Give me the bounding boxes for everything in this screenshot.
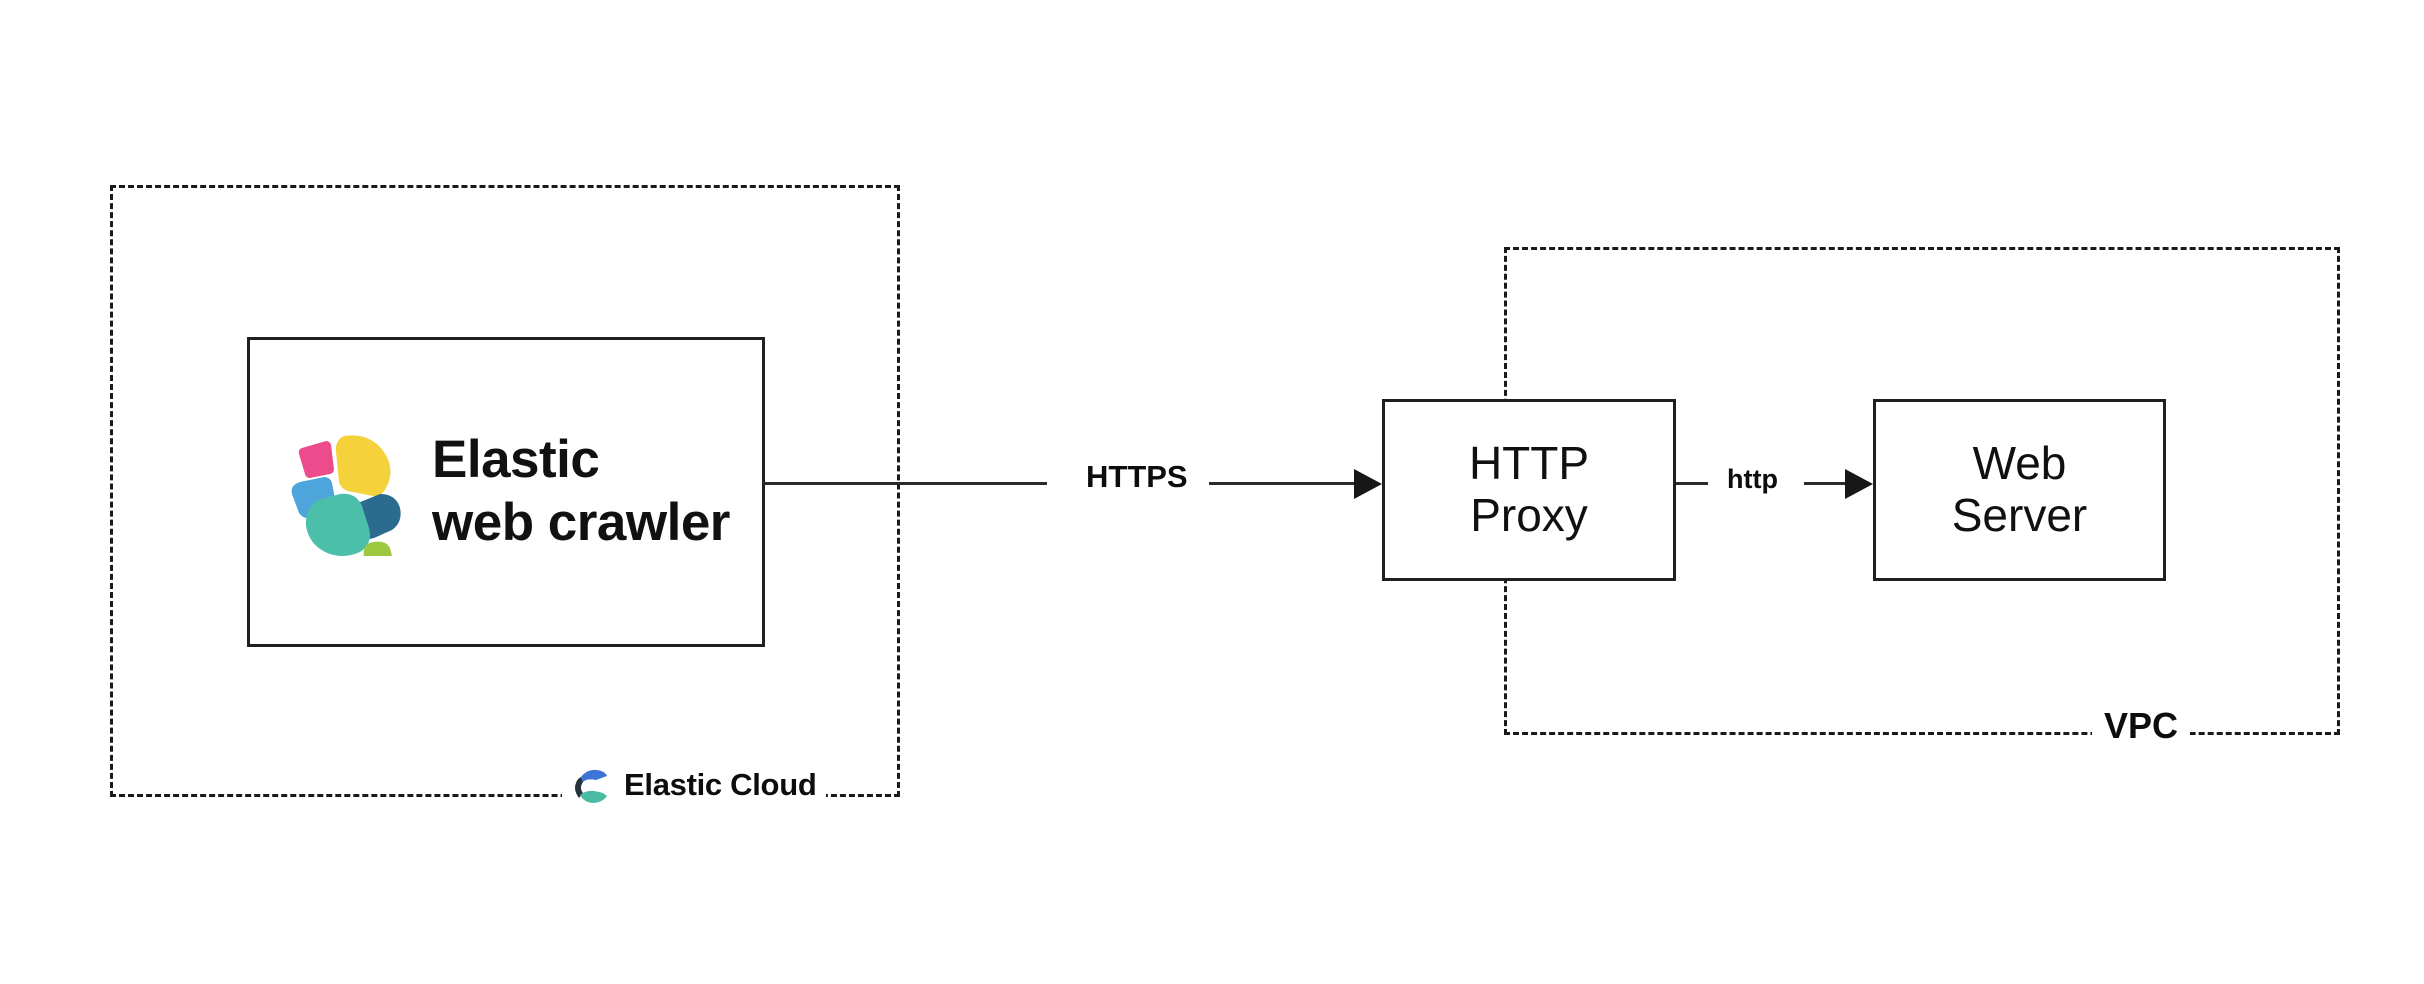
arrowhead-to-webserver — [1845, 469, 1873, 499]
vpc-label: VPC — [2092, 705, 2191, 747]
node-http-proxy[interactable]: HTTP Proxy — [1382, 399, 1676, 581]
crawler-label: Elastic web crawler — [432, 430, 730, 552]
web-server-label: Web Server — [1951, 437, 2088, 541]
node-elastic-web-crawler[interactable]: Elastic web crawler — [247, 337, 765, 647]
elastic-cloud-label: Elastic Cloud — [624, 767, 817, 802]
node-web-server[interactable]: Web Server — [1873, 399, 2166, 581]
edge-line-proxy-stub — [1676, 482, 1708, 485]
crawler-content: Elastic web crawler — [250, 428, 730, 556]
elastic-cloud-boundary — [110, 185, 900, 797]
edge-label-https: HTTPS — [1080, 459, 1194, 495]
http-proxy-label: HTTP Proxy — [1468, 437, 1590, 541]
arrowhead-to-proxy — [1354, 469, 1382, 499]
elastic-cloud-caption: Elastic Cloud — [562, 765, 827, 805]
edge-line-crawler-to-https — [763, 482, 1047, 485]
edge-line-https-to-proxy — [1209, 482, 1356, 485]
edge-line-http-to-webserver — [1804, 482, 1848, 485]
edge-label-http: http — [1721, 464, 1784, 495]
elastic-logo — [291, 435, 401, 556]
elastic-cloud-logo — [575, 769, 607, 803]
